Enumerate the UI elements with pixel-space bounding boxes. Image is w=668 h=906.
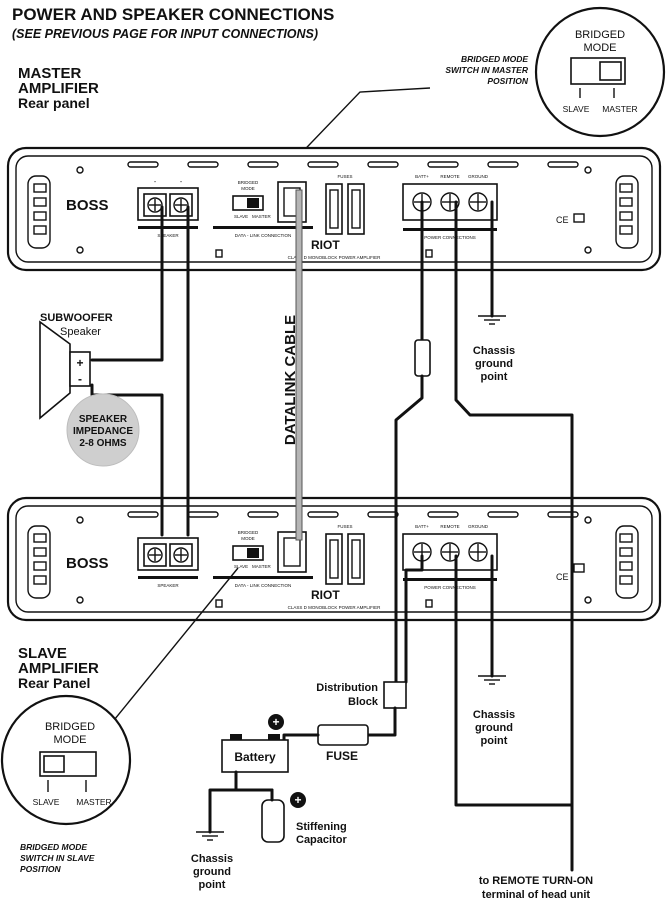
master-callout-line1: BRIDGED MODE (461, 54, 528, 64)
subwoofer-label-line1: SUBWOOFER (40, 312, 113, 324)
capacitor-line2: Capacitor (296, 834, 347, 846)
remote-turn-on-line2: terminal of head unit (482, 889, 591, 901)
ground-label: GROUND (468, 174, 489, 179)
slave-label-line3: Rear Panel (18, 675, 90, 691)
master-chassis-line2: ground (475, 358, 513, 370)
page-subtitle: (SEE PREVIOUS PAGE FOR INPUT CONNECTIONS… (12, 27, 318, 41)
bottom-chassis-line2: ground (193, 866, 231, 878)
impedance-line1: SPEAKER (79, 414, 128, 425)
speaker-plus-mark: + (76, 356, 83, 370)
bridged-label-line1: BRIDGED (238, 180, 259, 185)
speaker-label: SPEAKER (157, 583, 179, 588)
slave-label-line2: AMPLIFIER (18, 660, 99, 677)
detail-title-line1: BRIDGED (575, 29, 625, 41)
battery-plus-badge: + (268, 714, 284, 730)
bottom-chassis-line1: Chassis (191, 853, 233, 865)
subwoofer-label-line2: Speaker (60, 326, 101, 338)
slave-callout-line3: POSITION (20, 864, 61, 874)
slave-callout-line2: SWITCH IN SLAVE (20, 853, 95, 863)
brand-logo: BOSS (66, 197, 109, 214)
speaker-minus-mark: - (78, 372, 82, 386)
remote-label: REMOTE (440, 524, 459, 529)
detail-title-line2: MODE (54, 734, 87, 746)
plus-symbol: + (272, 715, 279, 729)
page-title: POWER AND SPEAKER CONNECTIONS (12, 5, 334, 24)
detail-title-line1: BRIDGED (45, 721, 95, 733)
detail-title-line2: MODE (584, 42, 617, 54)
battery-label: Battery (234, 750, 276, 764)
power-connections-label: POWER CONNECTIONS (424, 585, 476, 590)
batt-label: BATT+ (415, 174, 429, 179)
distribution-line2: Block (348, 696, 379, 708)
switch-slave-label: SLAVE (234, 214, 248, 219)
master-callout-line3: POSITION (487, 76, 528, 86)
model-name: RIOT (311, 238, 340, 252)
batt-label: BATT+ (415, 524, 429, 529)
impedance-line2: IMPEDANCE (73, 426, 133, 437)
speaker-label: SPEAKER (157, 233, 179, 238)
brand-logo: BOSS (66, 555, 109, 572)
detail-master-label: MASTER (602, 104, 637, 114)
datalink-cable-label: DATALINK CABLE (282, 315, 299, 445)
ce-mark: CE (556, 215, 569, 225)
model-subtitle: CLASS D MONOBLOCK POWER AMPLIFIER (288, 255, 382, 260)
remote-turn-on-line1: to REMOTE TURN-ON (479, 875, 593, 887)
slave-chassis-line2: ground (475, 722, 513, 734)
capacitor-plus-badge: + (290, 792, 306, 808)
master-chassis-line3: point (481, 371, 508, 383)
impedance-line3: 2-8 OHMS (79, 438, 127, 449)
detail-master-label: MASTER (76, 797, 111, 807)
fuses-label: FUSES (337, 524, 352, 529)
master-chassis-line1: Chassis (473, 345, 515, 357)
ce-mark: CE (556, 572, 569, 582)
distribution-line1: Distribution (316, 682, 378, 694)
power-connections-label: POWER CONNECTIONS (424, 235, 476, 240)
switch-master-label: MASTER (252, 214, 272, 219)
bridged-label-line1: BRIDGED (238, 530, 259, 535)
slave-switch-detail: BRIDGED MODE SLAVE MASTER (0, 694, 132, 826)
master-switch-detail: BRIDGED MODE SLAVE MASTER (534, 6, 666, 138)
master-callout-line2: SWITCH IN MASTER (445, 65, 528, 75)
subwoofer-speaker: + - (39, 320, 91, 420)
model-name: RIOT (311, 588, 340, 602)
master-amplifier-panel: BOSS SPEAKER BRIDGED MODE SLAVE MASTER D… (6, 146, 662, 272)
fuse-label: FUSE (326, 749, 358, 763)
plus-symbol: + (294, 793, 301, 807)
detail-slave-label: SLAVE (33, 797, 60, 807)
bottom-chassis-line3: point (199, 879, 226, 891)
master-label-line2: AMPLIFIER (18, 80, 99, 97)
slave-amplifier-panel: BOSS SPEAKER BRIDGED MODE SLAVE MASTER D… (6, 496, 662, 622)
model-subtitle: CLASS D MONOBLOCK POWER AMPLIFIER (288, 605, 382, 610)
impedance-badge: SPEAKER IMPEDANCE 2-8 OHMS (66, 393, 140, 467)
minus-mark: - (180, 179, 183, 186)
master-label-line1: MASTER (18, 65, 82, 82)
slave-label-line1: SLAVE (18, 645, 67, 662)
detail-slave-label: SLAVE (563, 104, 590, 114)
bridged-label-line2: MODE (241, 536, 255, 541)
slave-chassis-line3: point (481, 735, 508, 747)
data-link-label: DATA - LINK CONNECTION (235, 233, 292, 238)
remote-label: REMOTE (440, 174, 459, 179)
capacitor-line1: Stiffening (296, 821, 347, 833)
minus-mark: - (154, 179, 157, 186)
ground-label: GROUND (468, 524, 489, 529)
slave-chassis-line1: Chassis (473, 709, 515, 721)
bridged-label-line2: MODE (241, 186, 255, 191)
slave-callout-line1: BRIDGED MODE (20, 842, 87, 852)
fuses-label: FUSES (337, 174, 352, 179)
switch-slave-label: SLAVE (234, 564, 248, 569)
switch-master-label: MASTER (252, 564, 272, 569)
master-label-line3: Rear panel (18, 95, 90, 111)
data-link-label: DATA - LINK CONNECTION (235, 583, 292, 588)
